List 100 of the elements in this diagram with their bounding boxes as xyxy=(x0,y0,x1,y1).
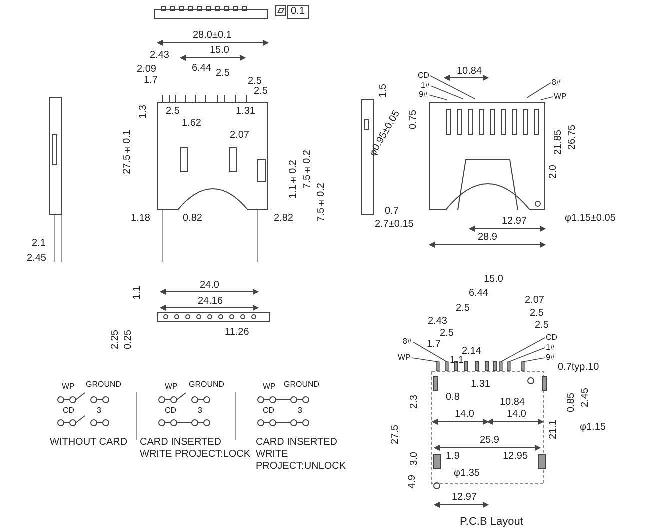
dimension-label: 2.07 xyxy=(230,130,250,142)
leader-line xyxy=(430,76,476,100)
dimension-label: 2.7±0.15 xyxy=(375,219,414,231)
dimension-label: 1.62 xyxy=(182,118,202,130)
dimension-label: φ1.15 xyxy=(580,422,606,434)
dimension-label: 14.0 xyxy=(455,409,474,421)
dimension-label: 1.31 xyxy=(471,379,490,391)
dimension-label: 27.5±0.1 xyxy=(122,130,134,174)
dimension-label: 3.0 xyxy=(409,452,421,466)
switch-state-caption: CARD INSERTED WRITE PROJECT:LOCK xyxy=(140,437,252,461)
dimension-label: 12.95 xyxy=(503,451,528,463)
switch-terminal-label: 3 xyxy=(198,405,202,417)
switch-terminal-label: WP xyxy=(263,381,276,393)
dimension-label: 7.5±0.2 xyxy=(316,183,328,222)
dimension-label: 2.43 xyxy=(428,316,448,328)
dimension-label: 7.5±0.2 xyxy=(302,150,314,189)
switch-terminal-label: CD xyxy=(165,405,177,417)
dimension-label: 2.5 xyxy=(216,68,230,80)
dimension-label: 26.75 xyxy=(567,125,579,150)
dimension-label: 27.5 xyxy=(390,425,402,444)
dimension-label: 0.7typ.10 xyxy=(558,362,600,374)
pin-label: WP xyxy=(398,352,411,364)
switch-terminal-label: WP xyxy=(165,381,178,393)
dimension-label: 1.1±0.2 xyxy=(288,160,300,199)
dimension-label: 10.84 xyxy=(500,397,526,409)
switch-terminal-label: WP xyxy=(62,381,75,393)
dimension-label: 2.5 xyxy=(530,308,544,320)
dimension-label: 12.97 xyxy=(502,216,528,228)
switch-state-caption: CARD INSERTED WRITE PROJECT:UNLOCK xyxy=(256,437,348,473)
contact-pin xyxy=(521,362,525,372)
dimension-label: 1.3 xyxy=(138,105,150,119)
dimension-label: 15.0 xyxy=(210,45,230,57)
leader-line xyxy=(428,94,448,100)
dimension-label: 21.1 xyxy=(548,420,560,440)
dimension-label: 2.45 xyxy=(580,388,592,408)
dimension-label: 2.07 xyxy=(525,295,544,307)
dimension-label: 2.3 xyxy=(409,395,421,409)
dimension-label: 11.26 xyxy=(225,327,250,339)
pin-label: 8# xyxy=(552,77,561,89)
dimension-label: 24.16 xyxy=(198,296,224,308)
pin-label: WP xyxy=(554,91,567,103)
dimension-label: 1.18 xyxy=(131,213,150,225)
dimension-label: 1.1 xyxy=(450,355,464,367)
dimension-label: 2.43 xyxy=(150,50,170,62)
switch-terminal-label: GROUND xyxy=(284,379,320,391)
dimension-label: 10.84 xyxy=(457,66,482,78)
dimension-label: 0.85 xyxy=(566,393,578,412)
dimension-label: 2.1 xyxy=(32,238,46,250)
switch-terminal-label: GROUND xyxy=(189,379,225,391)
dimension-label: 1.9 xyxy=(446,451,460,463)
dimension-label: 2.5 xyxy=(535,320,549,332)
switch-terminal-label: CD xyxy=(63,405,75,417)
dimension-label: 1.5 xyxy=(378,84,390,98)
dimension-label: 2.25 xyxy=(110,330,122,350)
dimension-label: 21.85 xyxy=(553,130,565,156)
dimension-label: φ1.35 xyxy=(454,468,480,480)
switch-terminal-label: CD xyxy=(263,405,275,417)
dimension-label: 6.44 xyxy=(469,288,488,300)
dimension-label: 25.9 xyxy=(480,435,500,447)
dimension-label: 2.5 xyxy=(254,86,268,98)
leader-line xyxy=(540,96,554,100)
dimension-label: φ1.15±0.05 xyxy=(565,213,616,225)
leader-line xyxy=(526,82,552,98)
dimension-label: 2.5 xyxy=(440,328,454,340)
leader-line xyxy=(430,86,464,100)
dimension-label: 2.5 xyxy=(248,76,262,87)
leader-line xyxy=(508,348,546,362)
pin-label: 8# xyxy=(403,336,412,348)
dimension-label: 2.0 xyxy=(548,165,560,179)
dimension-label: 14.0 xyxy=(507,409,526,421)
pin-label: 1# xyxy=(421,80,430,92)
dimension-label: 4.9 xyxy=(407,475,419,489)
dimension-label: 0.75 xyxy=(408,110,420,130)
dimension-label: 24.0 xyxy=(200,280,220,292)
switch-state-caption: WITHOUT CARD xyxy=(50,437,128,449)
dimension-label: 2.82 xyxy=(274,213,294,225)
dimension-label: 1.31 xyxy=(236,106,256,118)
contact-pin xyxy=(499,362,503,372)
dimension-label: 15.0 xyxy=(484,274,504,286)
contact-pin xyxy=(445,362,449,372)
dimension-label: 2.5 xyxy=(166,106,180,118)
dimension-label: 1.7 xyxy=(427,339,441,351)
dimension-label: 2.45 xyxy=(27,253,46,265)
dimension-label: 0.7 xyxy=(385,206,399,218)
leader-line xyxy=(522,358,546,362)
dimension-label: 0.82 xyxy=(183,213,202,225)
dimension-label: 1.7 xyxy=(144,75,158,87)
pin-label: 9# xyxy=(546,352,555,364)
pin-label: 1# xyxy=(546,342,555,354)
leader-line xyxy=(412,358,438,362)
contact-pin xyxy=(507,362,511,372)
contact-pin xyxy=(436,362,440,372)
view-title: P.C.B Layout xyxy=(460,516,524,528)
dimension-label: 1.1 xyxy=(132,286,144,300)
switch-terminal-label: 3 xyxy=(298,405,302,417)
pin-label: 9# xyxy=(419,89,428,101)
pin-label: CD xyxy=(418,70,430,82)
dimension-label: 2.09 xyxy=(137,64,156,76)
dimension-label: 12.97 xyxy=(452,492,478,504)
dimension-label: 6.44 xyxy=(192,63,212,75)
